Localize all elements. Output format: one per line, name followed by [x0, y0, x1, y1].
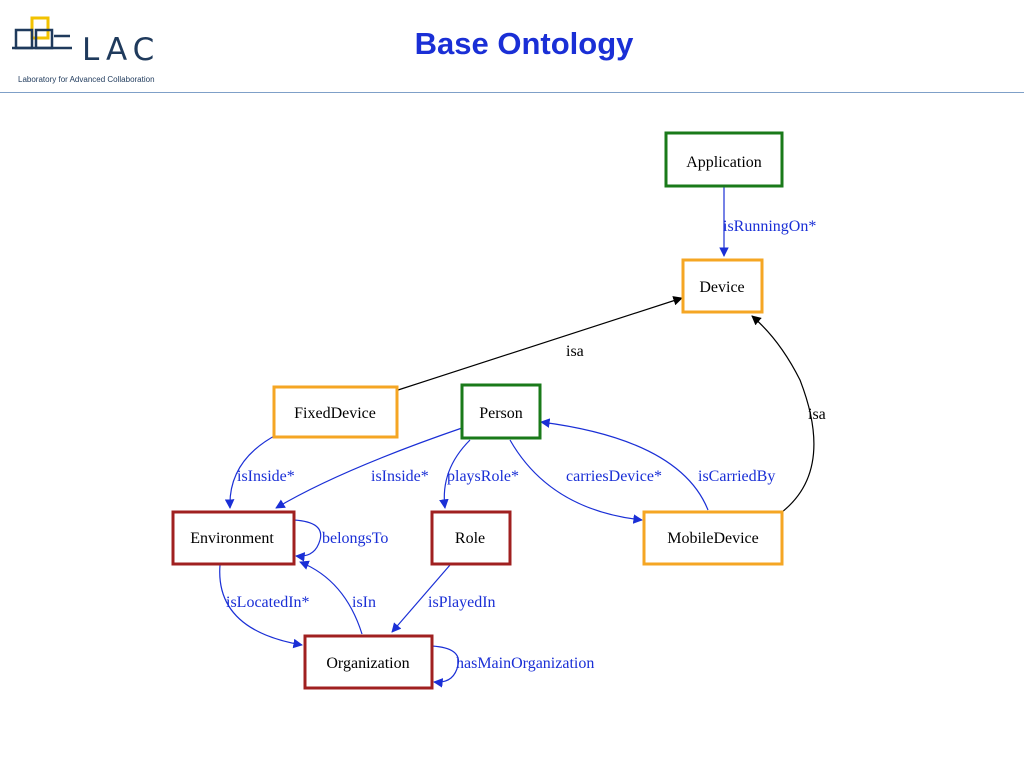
label-isa-mobile: isa	[808, 406, 826, 423]
edge-belongs-to	[293, 519, 322, 562]
logo-subtitle: Laboratory for Advanced Collaboration	[18, 75, 155, 84]
label-is-in: isIn	[352, 594, 376, 611]
label-is-inside-person: isInside*	[371, 468, 429, 485]
label-carries-device: carriesDevice*	[566, 468, 662, 485]
node-mobile-device: MobileDevice	[642, 510, 784, 566]
node-role: Role	[430, 510, 512, 566]
node-fixed-device: FixedDevice	[272, 385, 399, 439]
node-label-device: Device	[699, 279, 744, 296]
label-is-played-in: isPlayedIn	[428, 594, 496, 611]
node-label-mobile-device: MobileDevice	[667, 530, 759, 547]
label-is-carried-by: isCarriedBy	[698, 468, 775, 485]
edge-is-inside-fixed	[224, 433, 279, 509]
edge-isa-fixed-device	[397, 296, 683, 391]
label-is-located-in: isLocatedIn*	[226, 594, 310, 611]
label-is-running-on: isRunningOn*	[723, 218, 816, 235]
edge-plays-role	[439, 439, 471, 509]
node-environment: Environment	[171, 510, 296, 566]
node-label-application: Application	[686, 154, 762, 171]
edge-is-played-in	[391, 564, 451, 633]
node-device: Device	[681, 258, 764, 314]
node-label-role: Role	[455, 530, 485, 547]
label-is-inside-fixed: isInside*	[237, 468, 295, 485]
edge-is-inside-person	[275, 427, 463, 509]
edge-is-carried-by	[540, 418, 709, 511]
logo-text: LAC	[82, 32, 161, 68]
edge-is-in	[299, 560, 363, 635]
node-person: Person	[460, 383, 542, 440]
node-label-environment: Environment	[190, 530, 274, 547]
label-has-main-organization: hasMainOrganization	[456, 655, 594, 672]
edge-labels: isRunningOn* isa isa isInside* isInside*…	[226, 218, 826, 672]
page-title: Base Ontology	[414, 26, 634, 61]
edge-has-main-organization	[431, 645, 460, 688]
label-isa-fixed: isa	[566, 343, 584, 360]
node-organization: Organization	[303, 634, 434, 690]
header-divider	[0, 92, 1024, 93]
node-label-fixed-device: FixedDevice	[294, 405, 376, 422]
label-belongs-to: belongsTo	[322, 530, 388, 547]
edge-carries-device	[509, 439, 643, 524]
edge-isa-mobile-device	[751, 315, 815, 513]
logo-mark-icon	[12, 16, 72, 50]
lac-logo: LAC Laboratory for Advanced Collaboratio…	[8, 10, 161, 84]
label-plays-role: playsRole*	[447, 468, 519, 485]
edge-is-located-in	[219, 564, 303, 649]
node-label-person: Person	[479, 405, 523, 422]
edges	[219, 186, 815, 688]
node-application: Application	[664, 131, 784, 188]
node-label-organization: Organization	[326, 655, 409, 672]
